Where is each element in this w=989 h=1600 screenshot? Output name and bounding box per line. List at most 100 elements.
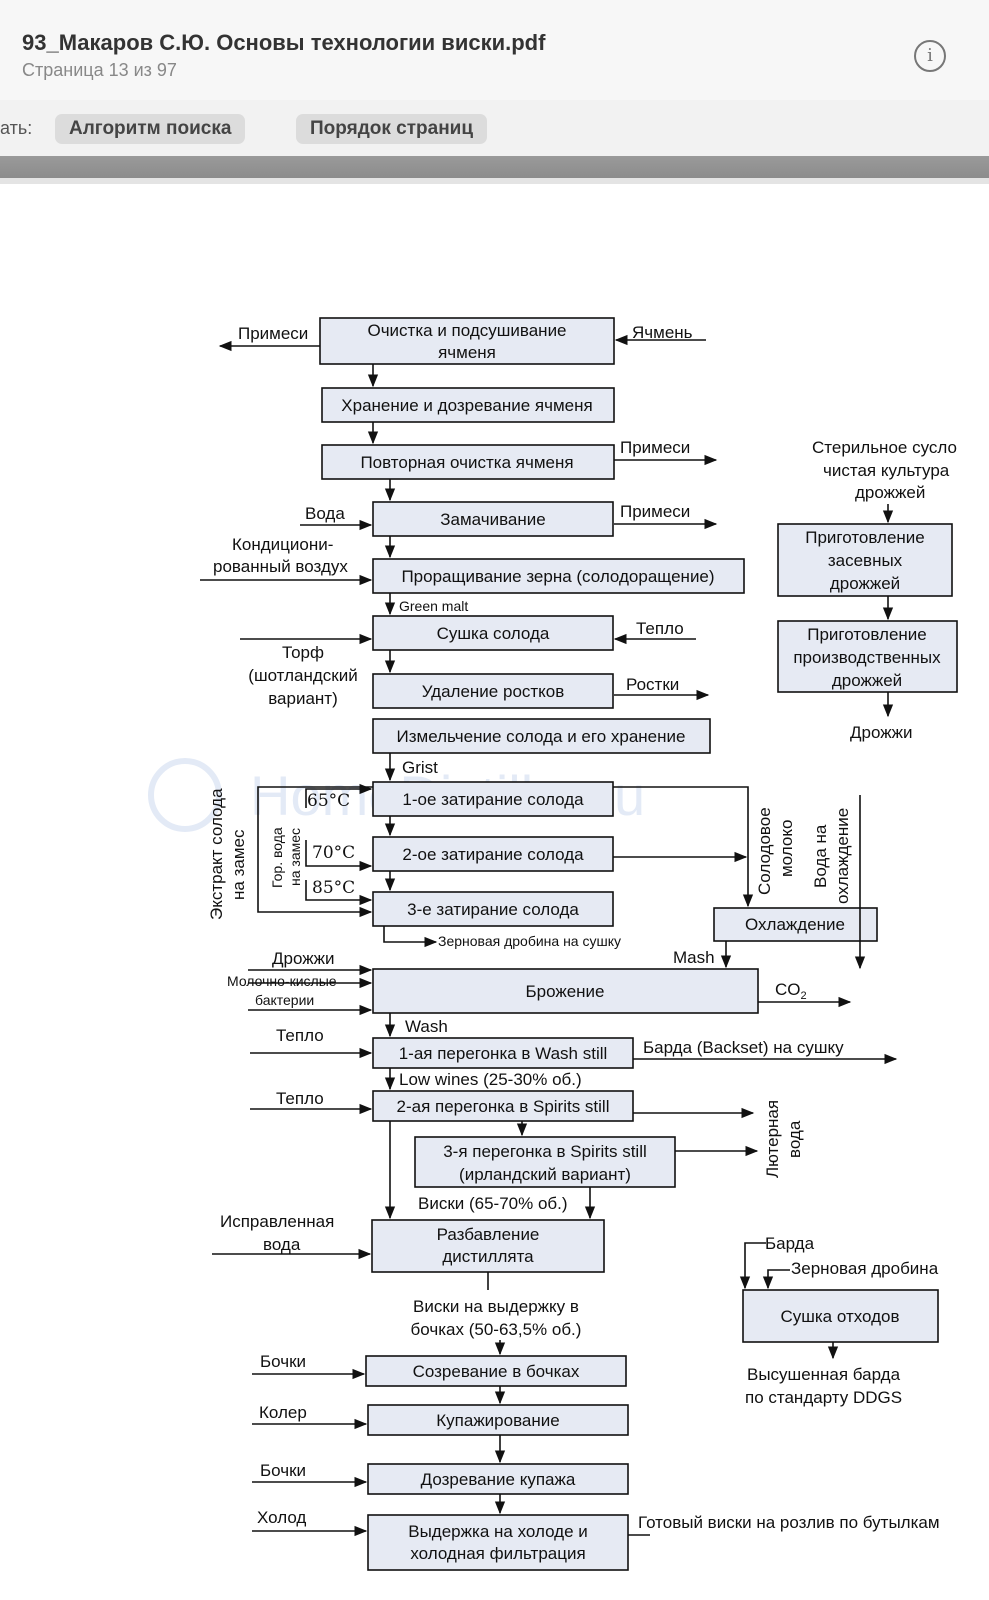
label-temp-85: 85°C bbox=[312, 878, 355, 898]
box-mash-2: 2-ое затирание солода bbox=[372, 836, 614, 872]
label-temp-70: 70°C bbox=[312, 843, 355, 863]
box-fermentation: Брожение bbox=[372, 968, 759, 1014]
box-distill-1: 1-ая перегонка в Wash still bbox=[372, 1037, 634, 1069]
svg-text:Измельчение солода и его хране: Измельчение солода и его хранение bbox=[397, 727, 686, 746]
label-yeast-out: Дрожжи bbox=[850, 723, 912, 742]
label-sterile-wort-3: дрожжей bbox=[855, 483, 925, 502]
document-title: 93_Макаров С.Ю. Основы технологии виски.… bbox=[22, 30, 546, 55]
box-dilution: Разбавление дистиллята bbox=[371, 1219, 605, 1273]
label-sterile-wort-2: чистая культура bbox=[823, 461, 950, 480]
svg-text:холодная фильтрация: холодная фильтрация bbox=[410, 1544, 585, 1563]
label-impurities-2: Примеси bbox=[620, 438, 690, 457]
svg-text:Разбавление: Разбавление bbox=[437, 1225, 540, 1244]
label-low-wines: Low wines (25-30% об.) bbox=[399, 1070, 582, 1089]
svg-text:Экстракт солода: Экстракт солода bbox=[207, 788, 226, 920]
svg-text:Охлаждение: Охлаждение bbox=[745, 915, 845, 934]
label-whisky-aging-2: бочках (50-63,5% об.) bbox=[411, 1320, 582, 1339]
label-grist: Grist bbox=[402, 758, 438, 777]
label-backset: Барда (Backset) на сушку bbox=[643, 1038, 844, 1057]
box-mash-3: 3-е затирание солода bbox=[372, 891, 614, 927]
svg-text:Замачивание: Замачивание bbox=[440, 510, 545, 529]
svg-text:1-ое затирание солода: 1-ое затирание солода bbox=[402, 790, 584, 809]
search-highlight bbox=[455, 1164, 507, 1184]
box-mash-1: 1-ое затирание солода bbox=[372, 781, 614, 817]
svg-text:2-ое затирание солода: 2-ое затирание солода bbox=[402, 845, 584, 864]
svg-text:Сушка отходов: Сушка отходов bbox=[780, 1307, 899, 1326]
svg-text:производственных: производственных bbox=[793, 648, 941, 667]
svg-text:Гор. вода: Гор. вода bbox=[269, 827, 285, 888]
box-blending: Купажирование bbox=[367, 1404, 629, 1436]
svg-text:Лютерная: Лютерная bbox=[763, 1100, 782, 1178]
label-heat-2: Тепло bbox=[276, 1026, 324, 1045]
label-wash: Wash bbox=[405, 1017, 448, 1036]
box-milling: Измельчение солода и его хранение bbox=[372, 718, 711, 754]
box-distill-2: 2-ая перегонка в Spirits still bbox=[372, 1090, 634, 1122]
svg-text:Вода на: Вода на bbox=[811, 824, 830, 888]
box-germination: Проращивание зерна (солодоращение) bbox=[372, 558, 745, 594]
svg-text:Солодовое: Солодовое bbox=[755, 807, 774, 895]
label-lactic-1: Молочно-кислые bbox=[227, 973, 337, 989]
svg-text:Купажирование: Купажирование bbox=[436, 1411, 559, 1430]
info-icon[interactable]: i bbox=[914, 40, 946, 72]
svg-text:Повторная очистка ячменя: Повторная очистка ячменя bbox=[360, 453, 573, 472]
box-drying: Сушка солода bbox=[372, 615, 614, 651]
title-bar: 93_Макаров С.Ю. Основы технологии виски.… bbox=[0, 0, 989, 101]
main-chain-arrows bbox=[367, 364, 596, 1515]
label-peat-1: Торф bbox=[282, 643, 324, 662]
label-air-2: рованный воздух bbox=[213, 557, 348, 576]
svg-text:ячменя: ячменя bbox=[438, 343, 496, 362]
svg-text:(ирландский вариант): (ирландский вариант) bbox=[459, 1165, 631, 1184]
label-lutter-water: Лютерная вода bbox=[763, 1100, 804, 1178]
label-spent-grain: Зерновая дробина на сушку bbox=[438, 933, 621, 949]
svg-text:1-ая перегонка в Wash still: 1-ая перегонка в Wash still bbox=[399, 1044, 608, 1063]
label-mash: Mash bbox=[673, 948, 715, 967]
label-water: Вода bbox=[305, 504, 345, 523]
svg-text:Приготовление: Приготовление bbox=[805, 528, 924, 547]
box-waste-drying: Сушка отходов bbox=[742, 1289, 939, 1343]
svg-text:Удаление ростков: Удаление ростков bbox=[422, 682, 565, 701]
box-cleaning: Очистка и подсушивание ячменя bbox=[319, 317, 615, 365]
box-prod-yeast: Приготовление производственных дрожжей bbox=[777, 620, 958, 693]
box-seed-yeast: Приготовление засевных дрожжей bbox=[777, 523, 953, 597]
page-indicator: Страница 13 из 97 bbox=[22, 60, 177, 80]
label-heat-3: Тепло bbox=[276, 1089, 324, 1108]
sort-label: ать: bbox=[0, 118, 33, 138]
box-recleaning: Повторная очистка ячменя bbox=[321, 444, 615, 480]
page-gap bbox=[0, 178, 989, 184]
svg-text:2-ая перегонка в Spirits still: 2-ая перегонка в Spirits still bbox=[397, 1097, 610, 1116]
label-barrels-2: Бочки bbox=[260, 1461, 306, 1480]
watermark-logo-icon bbox=[148, 758, 222, 832]
svg-text:дрожжей: дрожжей bbox=[830, 574, 900, 593]
box-distill-3: 3-я перегонка в Spirits still (ирландски… bbox=[414, 1136, 676, 1188]
box-maturation: Созревание в бочках bbox=[365, 1355, 627, 1387]
label-yeast: Дрожжи bbox=[272, 949, 334, 968]
svg-text:Очистка и подсушивание: Очистка и подсушивание bbox=[367, 321, 566, 340]
label-impurities-1: Примеси bbox=[238, 324, 308, 343]
svg-text:вода: вода bbox=[785, 1120, 804, 1158]
svg-text:молоко: молоко bbox=[777, 820, 796, 877]
label-cold: Холод bbox=[257, 1508, 306, 1527]
label-green-malt: Green malt bbox=[399, 598, 468, 614]
label-peat-3: вариант) bbox=[268, 689, 338, 708]
label-corrected-water-2: вода bbox=[263, 1235, 301, 1254]
page-order-button[interactable]: Порядок страниц bbox=[296, 114, 488, 144]
label-grain: Зерновая дробина bbox=[791, 1259, 939, 1278]
label-lactic-2: бактерии bbox=[255, 992, 314, 1008]
svg-text:Хранение и дозревание ячменя: Хранение и дозревание ячменя bbox=[341, 396, 592, 415]
svg-text:Выдержка на холоде и: Выдержка на холоде и bbox=[408, 1522, 588, 1541]
svg-text:3-я перегонка в Spirits still: 3-я перегонка в Spirits still bbox=[443, 1142, 647, 1161]
label-corrected-water-1: Исправленная bbox=[220, 1212, 334, 1231]
svg-text:охлаждение: охлаждение bbox=[833, 808, 852, 904]
svg-text:3-е затирание солода: 3-е затирание солода bbox=[407, 900, 579, 919]
label-barley: Ячмень bbox=[632, 323, 693, 342]
svg-text:на замес: на замес bbox=[287, 828, 303, 886]
label-sterile-wort-1: Стерильное сусло bbox=[812, 438, 957, 457]
svg-text:Сушка солода: Сушка солода bbox=[437, 624, 550, 643]
search-algorithm-button[interactable]: Алгоритм поиска bbox=[55, 114, 246, 144]
svg-text:дрожжей: дрожжей bbox=[832, 671, 902, 690]
box-rootlets-removal: Удаление ростков bbox=[372, 673, 614, 709]
svg-text:Дозревание купажа: Дозревание купажа bbox=[421, 1470, 576, 1489]
label-final-product: Готовый виски на розлив по бутылкам bbox=[638, 1513, 940, 1532]
svg-text:Брожение: Брожение bbox=[525, 982, 604, 1001]
svg-text:Проращивание зерна (солодораще: Проращивание зерна (солодоращение) bbox=[401, 567, 714, 586]
